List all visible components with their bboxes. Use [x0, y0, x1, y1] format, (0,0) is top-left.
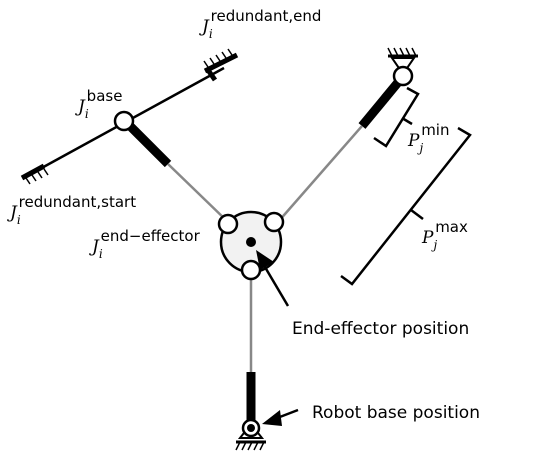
leg-1-link	[167, 163, 229, 223]
rail-start-anchor	[20, 163, 49, 185]
joint-robot-base-center	[247, 424, 255, 432]
joint-top-right	[392, 65, 414, 87]
p-min-bracket	[373, 86, 420, 148]
joint-end-effector-2	[263, 211, 285, 233]
leg-1-actuator	[124, 120, 172, 168]
label-j-base: Jibase	[75, 87, 122, 121]
leg-2-actuator	[358, 77, 404, 129]
label-j-end-effector: Jiend−effector	[89, 227, 201, 261]
label-j-redundant-end: Jiredundant,end	[199, 7, 321, 41]
end-effector-arrow-shaft	[260, 261, 290, 307]
joint-end-effector-3	[240, 259, 262, 281]
label-p-min: Pjmin	[407, 121, 449, 155]
joint-base	[113, 110, 135, 132]
end-effector-arrow-head	[256, 250, 274, 270]
label-p-max: Pjmax	[421, 218, 468, 252]
label-end-effector-position: End-effector position	[292, 319, 469, 339]
end-effector-center	[246, 237, 256, 247]
p-min-tick	[401, 116, 413, 126]
rail-end-anchor	[203, 48, 239, 82]
p-max-bracket	[340, 126, 472, 286]
joint-end-effector-1	[217, 213, 239, 235]
leg-2-link	[277, 125, 363, 223]
p-max-tick	[410, 209, 424, 220]
label-robot-base-position: Robot base position	[312, 403, 480, 423]
robot-base-arrow-head	[262, 410, 282, 426]
label-j-redundant-start: Jiredundant,start	[7, 193, 136, 227]
